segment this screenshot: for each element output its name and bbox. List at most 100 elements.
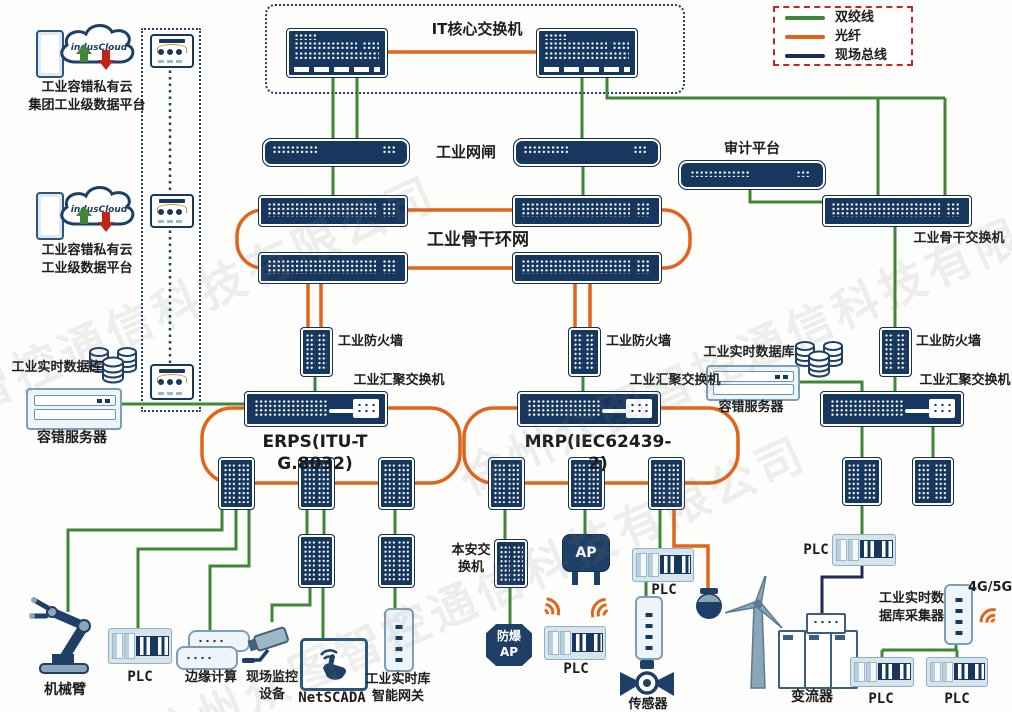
plc2-label: PLC	[563, 661, 589, 677]
fault-tolerant-server-icon	[706, 365, 800, 401]
collector-label-2: 据库采集器	[878, 609, 944, 624]
audit-platform-switch	[678, 160, 826, 190]
fault-tolerant-server-icon	[26, 388, 122, 430]
4g5g-label: 4G/5G	[968, 580, 1012, 595]
camera-label-1: 现场监控	[245, 670, 298, 685]
safe-switch-label-2: 换机	[457, 560, 484, 575]
load-balancer-icon	[150, 364, 194, 400]
netscada-label: NetSCADA	[298, 690, 366, 706]
firewall-mid-icon	[568, 327, 601, 377]
backbone-switch	[822, 195, 972, 227]
core-switch-1	[286, 28, 388, 78]
robot-arm-icon	[29, 597, 91, 674]
cloud2-label-1: 工业容错私有云	[41, 243, 133, 258]
left-db-label: 工业实时数据库	[11, 360, 103, 375]
smart-gateway-icon	[384, 608, 414, 672]
backbone-ring-switch-br	[512, 252, 662, 284]
core-switch-label: IT核心交换机	[431, 20, 523, 38]
gatekeeper-label: 工业网闸	[435, 143, 496, 161]
right-server-label: 容错服务器	[718, 400, 784, 415]
db-collector-icon	[944, 584, 973, 645]
safe-switch-label-1: 本安交	[451, 543, 491, 558]
ap-icon: AP	[562, 534, 610, 572]
ap-leg	[594, 570, 600, 585]
right-field-switch-2	[912, 457, 954, 506]
dmz-dashed-box	[141, 28, 201, 412]
ap-label: AP	[575, 544, 597, 561]
gatekeeper-switch-2	[513, 138, 661, 167]
plc3-label: PLC	[651, 582, 677, 598]
legend-orange-line	[785, 35, 825, 39]
plc6-icon	[926, 657, 988, 687]
mrp-field-switch-3	[648, 457, 685, 510]
firewall-mid-label: 工业防火墙	[606, 334, 672, 349]
legend-navy-line	[785, 54, 825, 58]
agg-switch-mid	[517, 391, 661, 427]
cloud2-label-2: 工业级数据平台	[41, 261, 133, 276]
cloud1-label-1: 工业容错私有云	[41, 80, 133, 95]
firewall-left-icon	[300, 327, 333, 377]
left-server-label: 容错服务器	[37, 430, 107, 446]
firewall-right-icon	[879, 327, 912, 377]
load-balancer-icon	[150, 194, 194, 228]
plc6-label: PLC	[944, 691, 970, 707]
converter-controller	[806, 613, 846, 634]
erps-field-switch-3	[378, 457, 415, 510]
sensor-label: 传感器	[628, 697, 668, 712]
cloud1-label-2: 集团工业级数据平台	[28, 98, 146, 113]
robot-arm-label: 机械臂	[44, 682, 86, 698]
collector-label-1: 工业实时数	[878, 591, 944, 606]
plc1-icon	[108, 628, 172, 664]
netscada-hmi-icon	[300, 638, 368, 691]
mrp-field-switch-2	[568, 457, 605, 510]
mrp-ring-label: MRP(IEC62439-2)	[524, 432, 672, 475]
erps-access-switch-1	[298, 534, 335, 588]
audit-platform-label: 审计平台	[724, 141, 780, 157]
wifi-4g5g-icon	[979, 608, 997, 623]
erps-ring-label: ERPS(ITU-T G.8032)	[262, 432, 368, 475]
intrinsically-safe-switch-icon	[494, 539, 528, 588]
firewall-left-label: 工业防火墙	[338, 334, 404, 349]
agg-switch-right	[820, 391, 964, 427]
wifi-waves-icon	[544, 597, 561, 616]
edge-computing-label: 边缘计算	[184, 670, 237, 685]
agg-switch-left	[244, 391, 388, 427]
explosion-proof-ap-icon: 防爆 AP	[486, 624, 532, 666]
converter-cabinet	[804, 630, 832, 689]
core-switch-group-box	[265, 4, 685, 94]
cloud-brand-text: indusCloud	[71, 43, 128, 53]
erps-access-switch-2	[378, 534, 415, 588]
upload-arrow-icon	[76, 44, 92, 62]
converter-label: 变流器	[791, 689, 833, 705]
cloud-brand-text: indusCloud	[71, 205, 128, 215]
load-balancer-icon	[150, 34, 194, 68]
exap-label-2: AP	[499, 645, 519, 659]
edge-computing-icon	[176, 646, 238, 670]
plc1-label: PLC	[127, 669, 153, 685]
firewall-right-label: 工业防火墙	[916, 334, 982, 349]
touch-hand-icon	[319, 649, 346, 680]
cloud-icon: indusCloud	[60, 24, 135, 70]
agg-right-label: 工业汇聚交换机	[919, 373, 1011, 388]
gateway-label-1: 工业实时库	[365, 672, 431, 687]
plc2-icon	[544, 626, 606, 660]
mrp-field-switch-1	[488, 457, 525, 510]
database-icon	[89, 347, 137, 384]
plc3-icon	[632, 548, 694, 582]
cctv-camera-icon	[242, 626, 289, 663]
download-arrow-icon	[98, 50, 114, 70]
backbone-ring-label: 工业骨干环网	[427, 230, 529, 250]
legend-twisted-pair-label: 双绞线	[835, 9, 875, 25]
backbone-ring-switch-tl	[258, 195, 408, 227]
backbone-ring-switch-bl	[258, 252, 408, 284]
plc5-label: PLC	[868, 691, 894, 707]
plc4-icon	[832, 534, 896, 566]
upload-arrow-icon	[76, 206, 92, 224]
agg-mid-label: 工业汇聚交换机	[629, 373, 721, 388]
sensor-valve-icon	[620, 660, 674, 696]
legend: 双绞线 光纤 现场总线	[773, 6, 913, 66]
plc5-icon	[850, 657, 914, 687]
ap-leg	[572, 570, 578, 585]
legend-fiber-label: 光纤	[835, 28, 862, 44]
